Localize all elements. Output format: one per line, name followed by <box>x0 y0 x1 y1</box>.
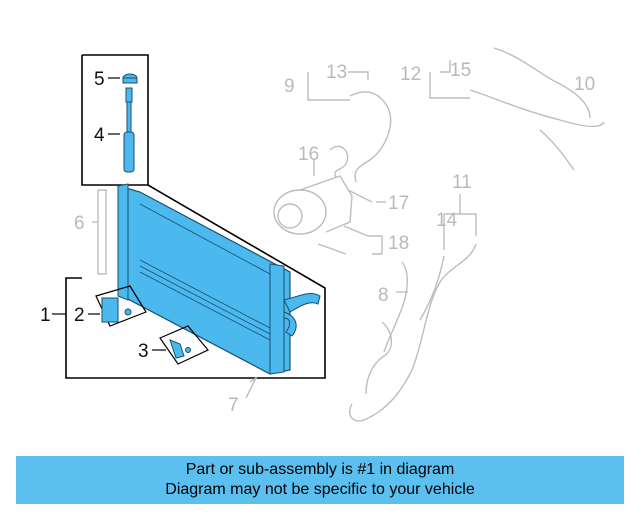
callout-14: 14 <box>436 210 458 231</box>
bracket-box-3 <box>159 325 209 365</box>
callout-15: 15 <box>450 60 471 81</box>
callout-4: 4 <box>94 125 105 146</box>
callout-2: 2 <box>74 305 85 326</box>
bracket-3[interactable] <box>169 339 191 359</box>
callout-5: 5 <box>94 69 105 90</box>
callout-11: 11 <box>452 172 472 193</box>
callout-1: 1 <box>40 305 51 326</box>
parts-diagram: 1 2 3 4 5 6 7 8 9 10 11 12 13 14 15 16 1… <box>40 47 605 422</box>
callout-16: 16 <box>298 144 319 165</box>
assembly-1-top-box <box>82 54 149 185</box>
callout-12: 12 <box>400 64 421 85</box>
callout-3: 3 <box>138 341 149 362</box>
callout-17: 17 <box>388 193 409 214</box>
callout-13: 13 <box>326 62 347 83</box>
ghost-parts <box>92 47 605 422</box>
callout-10: 10 <box>574 74 595 95</box>
bracket-2[interactable] <box>101 297 132 323</box>
notice-line-2: Diagram may not be specific to your vehi… <box>165 481 475 498</box>
callout-7: 7 <box>228 395 239 416</box>
condenser[interactable] <box>117 183 321 375</box>
diagram-notice-banner: Part or sub-assembly is #1 in diagram Di… <box>16 456 624 504</box>
callout-18: 18 <box>388 233 409 254</box>
callout-6: 6 <box>74 213 85 234</box>
cap-5[interactable] <box>122 73 138 84</box>
drier-4[interactable] <box>123 87 135 173</box>
callout-9: 9 <box>284 76 295 97</box>
assembly-1-outline <box>65 55 326 379</box>
callout-8: 8 <box>378 285 389 306</box>
notice-line-1: Part or sub-assembly is #1 in diagram <box>185 461 455 478</box>
